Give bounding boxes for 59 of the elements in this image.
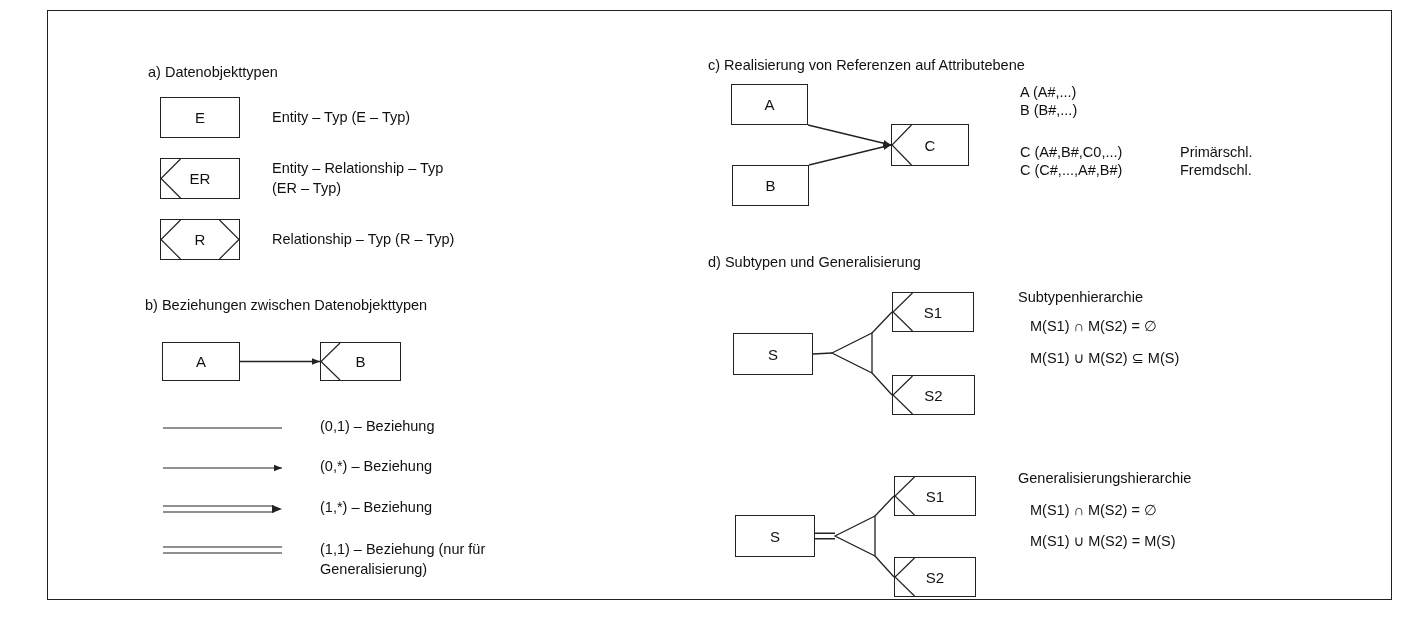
connector-line xyxy=(871,311,893,334)
entity-relationship-box xyxy=(891,124,969,166)
node-label: S2 xyxy=(924,386,943,404)
type-description: Entity – Relationship – Typ (ER – Typ) xyxy=(272,159,445,198)
node-label: S1 xyxy=(925,487,945,505)
text-label: c) Realisierung von Referenzen auf Attributebene xyxy=(708,56,1025,75)
node-label: B xyxy=(355,353,366,370)
type-description: Relationship – Typ (R – Typ) xyxy=(272,230,455,249)
entity-relationship-box xyxy=(892,375,975,415)
connector-line xyxy=(812,352,833,355)
text-label: M(S1) ∩ M(S2) = ∅ xyxy=(1030,501,1157,520)
node-label: R xyxy=(194,231,206,248)
node-label: S xyxy=(768,345,778,363)
node-label: E xyxy=(195,109,205,126)
text-label: C (A#,B#,C0,...) xyxy=(1020,143,1123,162)
connector-line xyxy=(874,555,895,578)
node-label: S1 xyxy=(923,303,943,321)
entity-box xyxy=(162,342,240,381)
text-label: M(S1) ∪ M(S2) ⊆ M(S) xyxy=(1030,349,1180,368)
text-label: b) Beziehungen zwischen Datenobjekttypen xyxy=(145,296,428,315)
entity-box xyxy=(731,84,808,125)
relationship-box xyxy=(160,219,240,260)
entity-relationship-box xyxy=(160,158,240,199)
entity-box xyxy=(160,97,240,138)
text-label: M(S1) ∪ M(S2) = M(S) xyxy=(1030,532,1176,551)
arrow xyxy=(239,358,321,365)
text-label: Primärschl. xyxy=(1180,143,1253,162)
text-label: C (C#,...,A#,B#) xyxy=(1020,161,1123,180)
arrow xyxy=(807,124,892,147)
text-label: d) Subtypen und Generalisierung xyxy=(708,253,921,272)
text-label: Fremdschl. xyxy=(1180,161,1252,180)
text-label: Generalisierungshierarchie xyxy=(1018,469,1192,488)
legend-label: (0,1) – Beziehung xyxy=(320,417,436,436)
text-label: a) Datenobjekttypen xyxy=(148,63,278,82)
connector-line xyxy=(871,372,893,396)
legend-label: (1,*) – Beziehung xyxy=(320,498,434,517)
entity-relationship-box xyxy=(894,557,976,597)
node-label: A xyxy=(764,96,775,113)
node-label: A xyxy=(196,353,206,370)
text-label: B (B#,...) xyxy=(1020,101,1078,120)
arrow xyxy=(808,143,892,166)
node-label: S2 xyxy=(925,568,945,586)
connector-line xyxy=(874,495,895,517)
text-label: M(S1) ∩ M(S2) = ∅ xyxy=(1030,317,1157,336)
node-label: B xyxy=(765,177,776,194)
entity-relationship-box xyxy=(320,342,401,381)
text-label: A (A#,...) xyxy=(1020,83,1077,102)
node-label: S xyxy=(770,527,780,545)
legend-label: (0,*) – Beziehung xyxy=(320,457,434,476)
entity-box xyxy=(733,333,813,375)
entity-relationship-box xyxy=(892,292,974,332)
entity-box xyxy=(732,165,809,206)
node-label: C xyxy=(924,136,936,154)
text-label: Subtypenhierarchie xyxy=(1018,288,1143,307)
type-description: Entity – Typ (E – Typ) xyxy=(272,108,411,127)
entity-relationship-box xyxy=(894,476,976,516)
entity-box xyxy=(735,515,815,557)
node-label: ER xyxy=(189,170,211,187)
legend-label: (1,1) – Beziehung (nur für Generalisierung) xyxy=(320,540,487,579)
